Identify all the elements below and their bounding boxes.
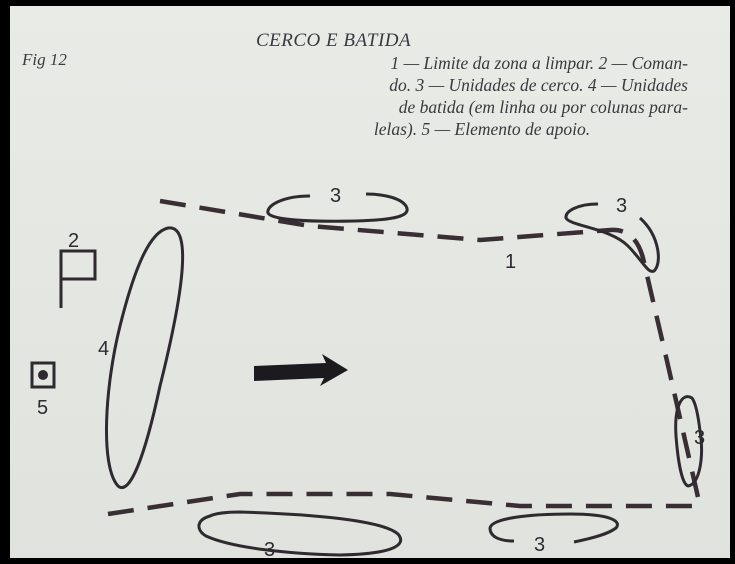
- caption-line: do. 3 — Unidades de cerco. 4 — Unidades: [389, 75, 688, 95]
- encircle-number-label-right: 3: [694, 427, 705, 449]
- encircling-unit-right: [674, 395, 703, 488]
- command-number-label: 2: [68, 230, 79, 252]
- encircling-unit-bottom-left: [197, 510, 403, 557]
- command-flag-icon: [59, 249, 97, 308]
- zone-boundary-dashed-line: [107, 198, 703, 517]
- encircle-number-label-bottom-left: 3: [264, 539, 275, 558]
- sweep-units-shape: [104, 226, 185, 489]
- encircle-number-label-top: 3: [330, 185, 341, 207]
- encircling-units: [197, 192, 703, 557]
- book-page: Fig 12 CERCO E BATIDA 1 — Limite da zona…: [10, 6, 730, 558]
- cerco-batida-diagram: 1 2 5 4 3 3 3 3 3: [30, 185, 705, 558]
- encircling-unit-top: [266, 192, 409, 223]
- support-number-label: 5: [37, 397, 48, 419]
- encircle-number-label-bottom-right: 3: [534, 534, 545, 556]
- encircling-unit-bottom-right: [488, 512, 619, 544]
- sweep-direction-arrow-icon: [254, 354, 348, 386]
- figure-caption: 1 — Limite da zona a limpar. 2 — Coman- …: [246, 52, 688, 140]
- boundary-number-label: 1: [505, 251, 516, 273]
- figure-label: Fig 12: [22, 50, 67, 69]
- caption-line: 1 — Limite da zona a limpar. 2 — Coman-: [390, 53, 688, 73]
- figure-title: CERCO E BATIDA: [256, 30, 412, 51]
- caption-line: de batida (em linha ou por colunas para-: [398, 97, 688, 117]
- sweep-number-label: 4: [98, 338, 109, 360]
- support-element-icon: [30, 361, 56, 389]
- encircling-unit-top-right: [564, 202, 660, 273]
- caption-line: lelas). 5 — Elemento de apoio.: [373, 119, 591, 139]
- encircle-number-label-top-right: 3: [616, 195, 627, 217]
